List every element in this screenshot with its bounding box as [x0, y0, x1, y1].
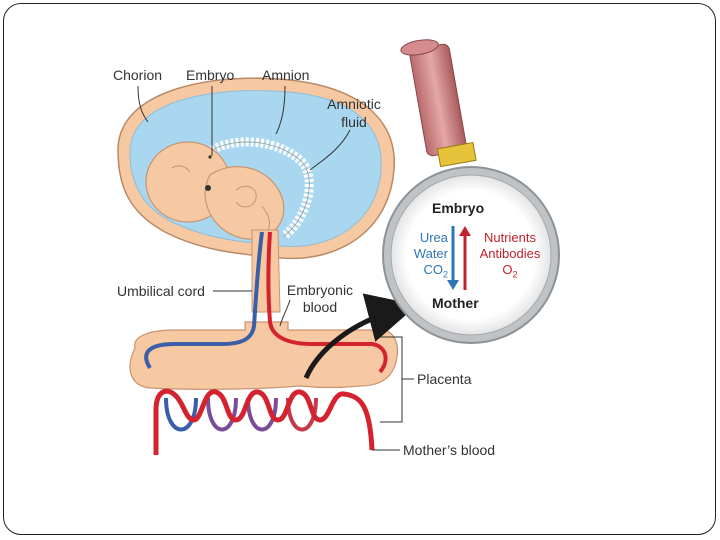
to-embryo-item: Antibodies: [479, 246, 541, 261]
label-embryo: Embryo: [186, 67, 235, 83]
label-chorion: Chorion: [113, 67, 163, 83]
co2-text: CO: [423, 262, 443, 277]
to-embryo-list: Nutrients Antibodies O2: [472, 230, 548, 283]
label-placenta: Placenta: [417, 371, 472, 387]
to-embryo-item: Nutrients: [483, 230, 537, 245]
o2-text: O: [502, 262, 513, 277]
umbilical-vein: [144, 231, 264, 370]
label-amniotic-fluid-2: fluid: [341, 114, 367, 130]
placenta: [129, 321, 399, 390]
slide-frame: [3, 3, 716, 535]
label-amnion: Amnion: [262, 67, 310, 83]
magnifier-top-label: Embryo: [432, 200, 485, 216]
zoom-arrow: [303, 293, 418, 380]
label-amniotic-fluid-1: Amniotic: [327, 96, 381, 112]
umbilical-artery: [266, 231, 388, 374]
label-embryonic-blood-2: blood: [302, 299, 338, 315]
mothers-blood: [153, 388, 375, 455]
label-umbilical-cord: Umbilical cord: [117, 283, 205, 299]
to-mother-item: Urea: [419, 230, 448, 245]
magnifier-handle: [400, 39, 477, 168]
embryo: [145, 141, 285, 240]
label-mothers-blood: Mother’s blood: [403, 442, 496, 458]
to-embryo-item: O2: [472, 262, 548, 283]
to-mother-item: CO2: [404, 262, 448, 283]
to-mother-item: Water: [413, 246, 448, 261]
label-embryonic-blood-1: Embryonic: [286, 282, 354, 298]
subscript: 2: [512, 269, 518, 280]
to-mother-list: Urea Water CO2: [404, 230, 448, 283]
subscript: 2: [442, 269, 448, 280]
magnifier-lens: [390, 174, 552, 336]
magnifier-bottom-label: Mother: [432, 295, 479, 311]
